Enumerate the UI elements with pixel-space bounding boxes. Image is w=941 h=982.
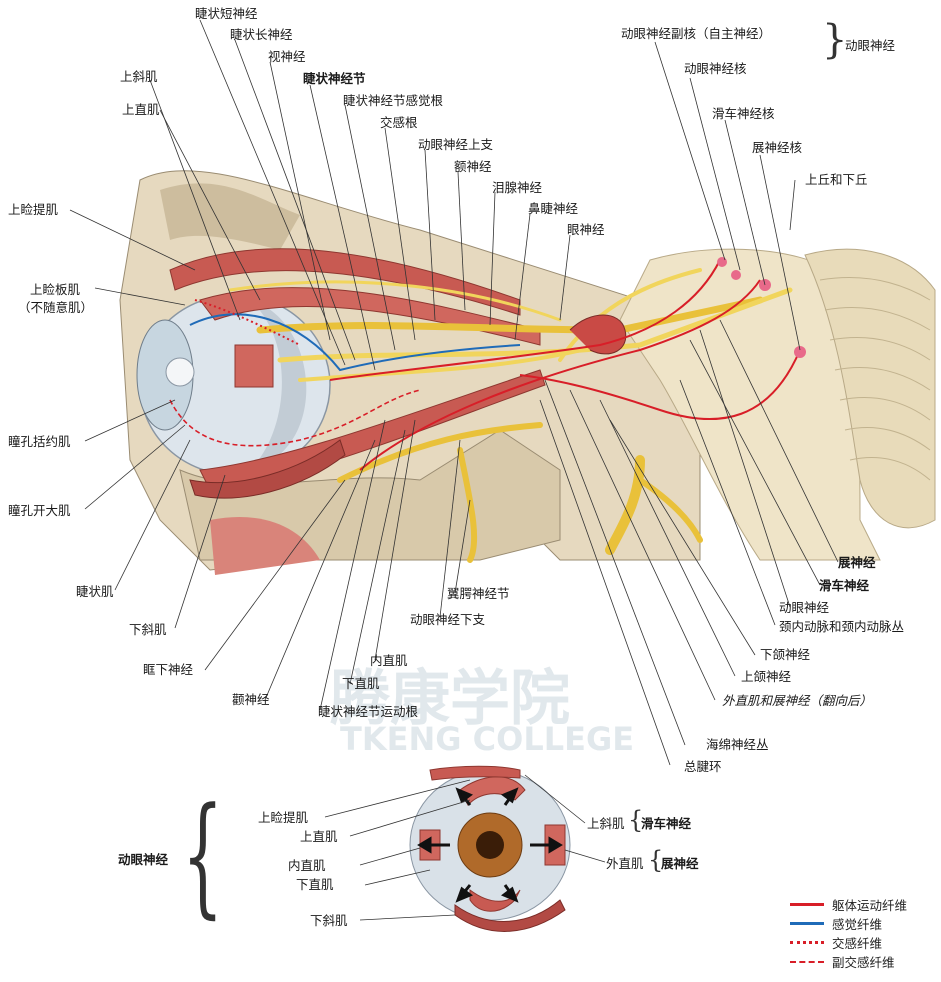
label-inferior-rectus: 下直肌	[342, 676, 380, 691]
sympathetic-fiber-line	[194, 299, 301, 346]
lower-label-superior-oblique: 上斜肌	[587, 816, 625, 831]
lower-label-trochlear: 滑车神经	[641, 816, 692, 831]
inferior-oblique-muscle	[189, 439, 346, 499]
watermark-en: TKENG COLLEGE	[340, 720, 635, 758]
watermark-cn: 腾康学院	[330, 664, 570, 734]
label-ciliary-motor-root: 睫状神经节运动根	[318, 704, 419, 719]
label-internal-carotid: 颈内动脉和颈内动脉丛	[779, 619, 905, 634]
lower-label-inferior-oblique: 下斜肌	[310, 913, 348, 928]
label-dilator-pupillae: 瞳孔开大肌	[8, 503, 71, 518]
legend-swatch-sympathetic	[790, 941, 824, 944]
legend: 躯体运动纤维 感觉纤维 交感纤维 副交感纤维	[790, 895, 907, 971]
label-medial-rectus: 内直肌	[370, 653, 408, 668]
lower-label-abducens: 展神经	[661, 856, 699, 871]
label-superior-rectus: 上直肌	[122, 102, 160, 117]
label-superior-tarsal-note: （不随意肌）	[18, 300, 94, 315]
label-levator-palpebrae: 上睑提肌	[8, 202, 59, 217]
label-ciliary-ganglion-sensory-root: 睫状神经节感觉根	[343, 93, 444, 108]
legend-swatch-motor	[790, 903, 824, 906]
label-trochlear-nucleus: 滑车神经核	[712, 106, 775, 121]
cerebellum	[804, 248, 936, 529]
label-trochlear-nerve: 滑车神经	[819, 578, 870, 593]
label-abducens-nerve: 展神经	[838, 555, 876, 570]
label-oculomotor-nerve: 动眼神经	[779, 600, 830, 615]
lower-brace-left: {	[182, 779, 224, 931]
cerebellum-folia	[819, 277, 931, 481]
label-zygomatic-nerve: 颧神经	[232, 692, 270, 707]
legend-swatch-parasympathetic	[790, 960, 824, 963]
label-lacrimal-nerve: 泪腺神经	[492, 180, 543, 195]
nerve-bundle	[228, 268, 793, 563]
lower-brace-abducens: {	[648, 846, 664, 874]
legend-swatch-sensory	[790, 922, 824, 925]
lower-label-levator: 上睑提肌	[258, 810, 309, 825]
label-ciliary-long-nerve: 睫状长神经	[230, 27, 293, 42]
label-infraorbital-nerve: 眶下神经	[143, 662, 194, 677]
lower-label-medial-rectus: 内直肌	[288, 858, 326, 873]
label-ophthalmic-nerve: 眼神经	[567, 222, 605, 237]
label-mandibular-nerve: 下颌神经	[760, 647, 811, 662]
label-pterygopalatine-ganglion: 翼腭神经节	[447, 586, 510, 601]
legend-label-sympathetic: 交感纤维	[832, 936, 883, 951]
internal-carotid	[569, 314, 627, 355]
eye-sclera-shade	[250, 300, 307, 470]
brace-oculomotor: }	[822, 17, 848, 63]
legend-row-parasympathetic: 副交感纤维	[790, 952, 907, 971]
legend-label-motor: 躯体运动纤维	[832, 898, 908, 913]
label-oculomotor-inferior-branch: 动眼神经下支	[410, 612, 486, 627]
legend-row-sensory: 感觉纤维	[790, 914, 907, 933]
label-superior-tarsal: 上睑板肌	[30, 282, 81, 297]
lower-label-superior-rectus: 上直肌	[300, 829, 338, 844]
label-inferior-oblique: 下斜肌	[129, 622, 167, 637]
motor-fiber-lines	[329, 259, 801, 471]
label-lateral-rectus-abducens: 外直肌和展神经（翻向后）	[722, 693, 873, 708]
label-superior-oblique: 上斜肌	[120, 69, 158, 84]
lower-label-lateral-rectus: 外直肌	[606, 856, 644, 871]
parasympathetic-fiber-line	[169, 389, 421, 447]
label-nasociliary-nerve: 鼻睫神经	[528, 201, 579, 216]
label-oculomotor-superior-branch: 动眼神经上支	[418, 137, 494, 152]
label-sphincter-pupillae: 瞳孔括约肌	[8, 434, 71, 449]
label-oculomotor-group: 动眼神经	[845, 38, 896, 53]
label-ciliary-ganglion: 睫状神经节	[303, 71, 366, 86]
sensory-fiber-line	[189, 313, 521, 372]
label-optic-nerve: 视神经	[268, 49, 306, 64]
lower-brace-trochlear: {	[628, 806, 644, 834]
legend-label-parasympathetic: 副交感纤维	[832, 955, 895, 970]
label-ciliary-short-nerve: 睫状短神经	[195, 6, 258, 21]
lens	[165, 357, 195, 387]
label-oculomotor-nucleus: 动眼神经核	[684, 61, 747, 76]
label-accessory-oculomotor-nucleus: 动眼神经副核（自主神经）	[621, 26, 772, 41]
legend-row-sympathetic: 交感纤维	[790, 933, 907, 952]
maxilla-red	[210, 516, 320, 575]
label-abducens-nucleus: 展神经核	[752, 140, 803, 155]
label-colliculi: 上丘和下丘	[805, 172, 868, 187]
lower-label-oculomotor-group: 动眼神经	[118, 852, 169, 867]
label-ciliary-muscle: 睫状肌	[76, 584, 114, 599]
leader-lines	[69, 19, 839, 766]
superior-rectus-muscle	[199, 287, 541, 346]
lateral-rectus-stump	[234, 344, 274, 388]
label-cavernous-plexus: 海绵神经丛	[706, 737, 769, 752]
label-common-tendinous-ring: 总腱环	[684, 759, 722, 774]
label-frontal-nerve: 额神经	[454, 159, 492, 174]
lower-eye-diagram	[324, 765, 606, 932]
legend-row-motor: 躯体运动纤维	[790, 895, 907, 914]
lower-label-inferior-rectus: 下直肌	[296, 877, 334, 892]
label-maxillary-nerve: 上颌神经	[741, 669, 792, 684]
legend-label-sensory: 感觉纤维	[832, 917, 883, 932]
label-sympathetic-root: 交感根	[380, 115, 418, 130]
